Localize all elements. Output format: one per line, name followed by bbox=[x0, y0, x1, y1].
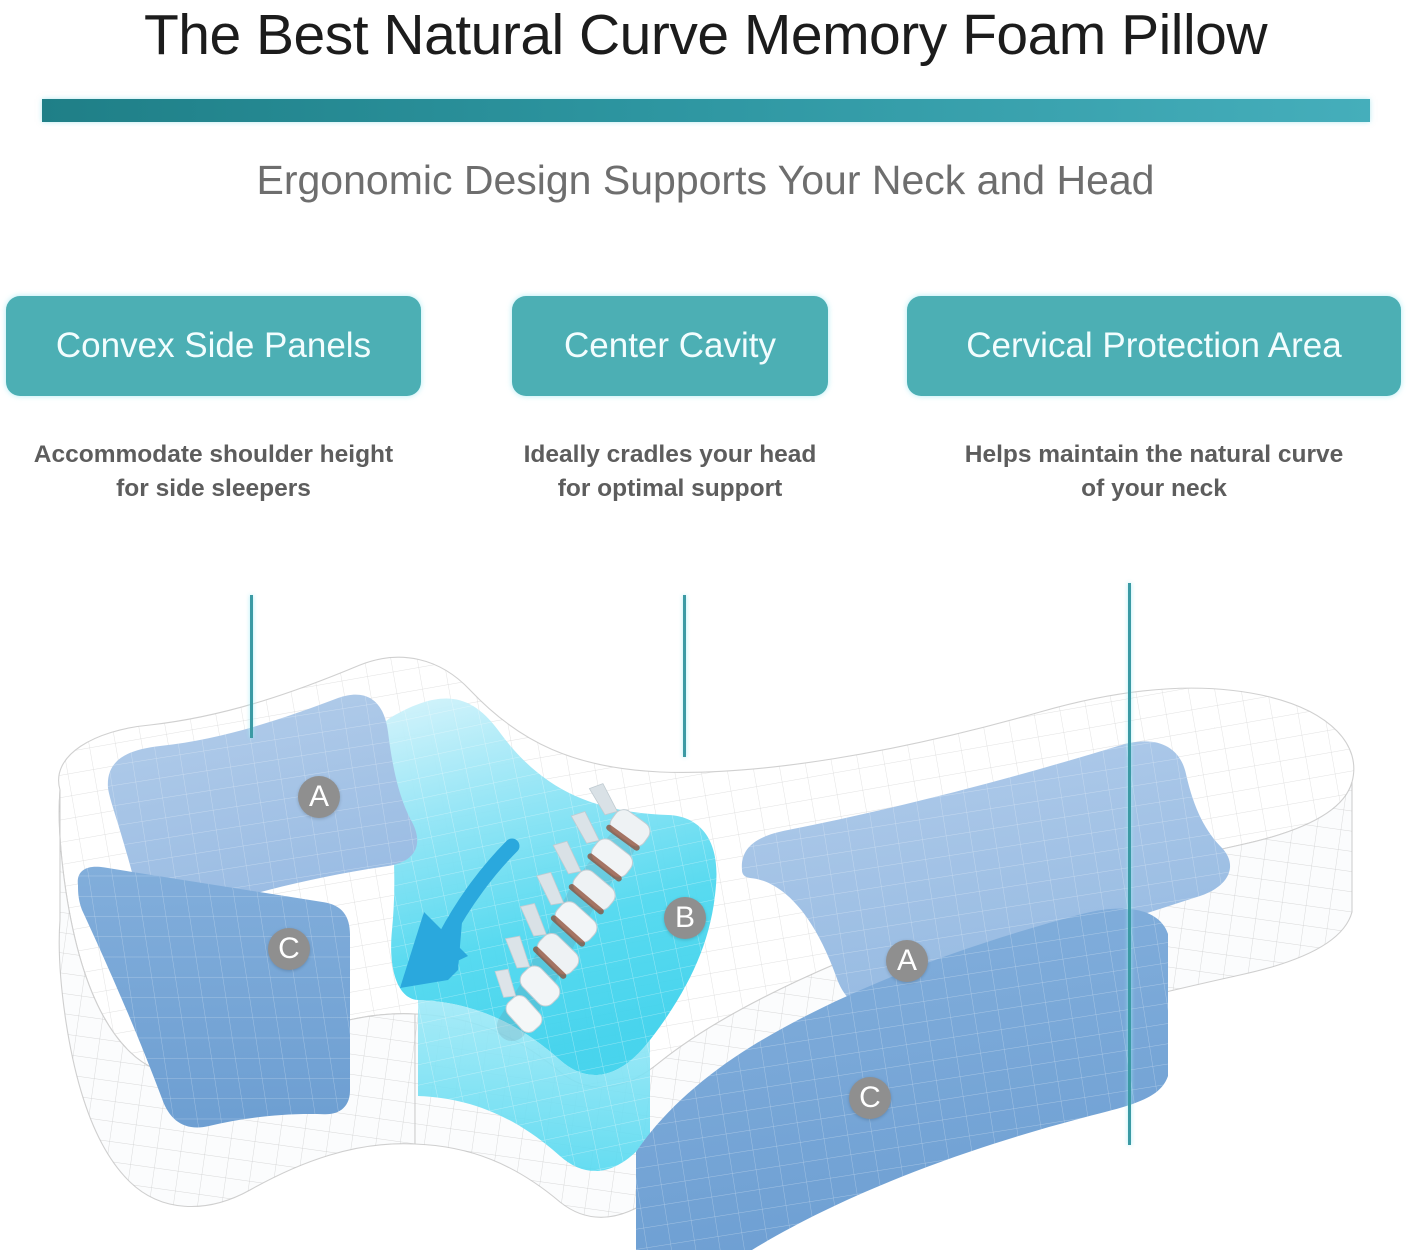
feature-column-center-cavity: Center Cavity Ideally cradles your head … bbox=[512, 296, 828, 506]
pillow-illustration: A C B A C bbox=[0, 540, 1411, 1250]
feature-caption-cervical-protection-area: Helps maintain the natural curve of your… bbox=[907, 438, 1401, 506]
feature-caption-line-1: Helps maintain the natural curve bbox=[964, 441, 1344, 468]
leader-line-convex-side-panels bbox=[250, 595, 253, 738]
feature-caption-center-cavity: Ideally cradles your head for optimal su… bbox=[512, 438, 828, 506]
feature-badge-label: Convex Side Panels bbox=[55, 326, 372, 365]
panel-A-far bbox=[741, 741, 1231, 1009]
feature-caption-line-2: for optimal support bbox=[557, 475, 783, 502]
feature-column-cervical-protection-area: Cervical Protection Area Helps maintain … bbox=[907, 296, 1401, 506]
region-marker-c-near: C bbox=[268, 928, 310, 970]
leader-line-cervical-protection-area bbox=[1128, 583, 1131, 1145]
panel-A-near bbox=[107, 694, 418, 917]
pillow-diagram-svg bbox=[58, 656, 1355, 1250]
feature-caption-line-2: of your neck bbox=[1081, 475, 1227, 502]
curved-arrow-icon bbox=[400, 838, 520, 988]
feature-list: Convex Side Panels Accommodate shoulder … bbox=[0, 296, 1411, 526]
feature-column-convex-side-panels: Convex Side Panels Accommodate shoulder … bbox=[6, 296, 421, 506]
feature-caption-line-2: for side sleepers bbox=[116, 475, 311, 502]
page-title: The Best Natural Curve Memory Foam Pillo… bbox=[143, 3, 1268, 67]
feature-badge-label: Cervical Protection Area bbox=[966, 326, 1342, 365]
region-marker-b-center: B bbox=[664, 897, 706, 939]
feature-badge-cervical-protection-area[interactable]: Cervical Protection Area bbox=[907, 296, 1401, 396]
panel-C-far bbox=[636, 908, 1168, 1250]
feature-badge-center-cavity[interactable]: Center Cavity bbox=[512, 296, 828, 396]
region-marker-a-far: A bbox=[886, 940, 928, 982]
region-marker-a-near: A bbox=[298, 776, 340, 818]
feature-caption-convex-side-panels: Accommodate shoulder height for side sle… bbox=[6, 438, 421, 506]
spine-vertebrae-icon bbox=[494, 783, 651, 1041]
feature-caption-line-1: Ideally cradles your head bbox=[523, 441, 817, 468]
leader-line-center-cavity bbox=[683, 595, 686, 757]
title-divider-bar bbox=[42, 99, 1370, 122]
feature-badge-convex-side-panels[interactable]: Convex Side Panels bbox=[6, 296, 421, 396]
page-subtitle: Ergonomic Design Supports Your Neck and … bbox=[256, 157, 1155, 203]
feature-caption-line-1: Accommodate shoulder height bbox=[33, 441, 394, 468]
region-marker-c-far: C bbox=[849, 1077, 891, 1119]
feature-badge-label: Center Cavity bbox=[563, 326, 777, 365]
